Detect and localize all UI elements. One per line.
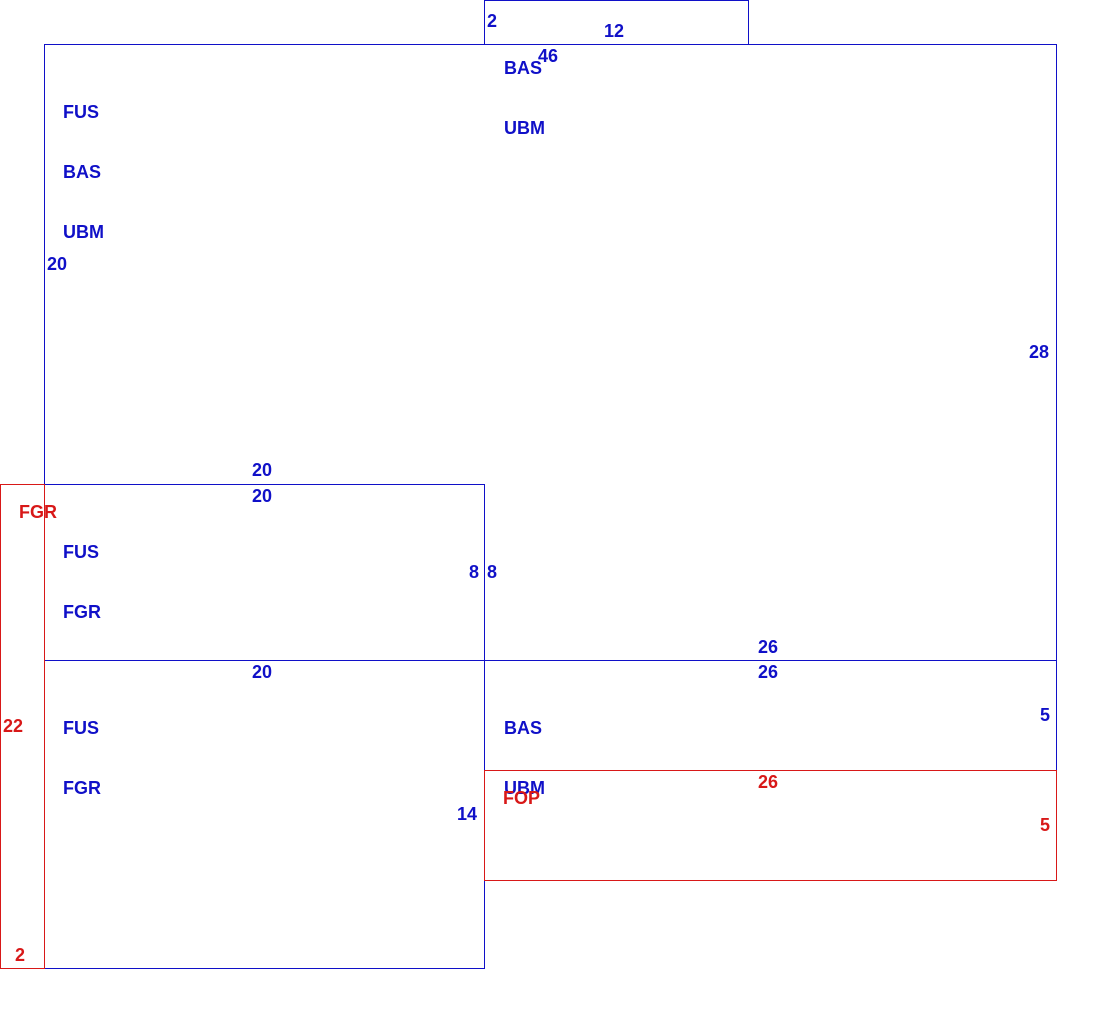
code-label: BAS: [504, 58, 543, 78]
code-label: FUS: [63, 718, 99, 738]
red-bottom-top-dim: 26: [758, 772, 779, 792]
code-label: FGR: [63, 602, 101, 622]
main-left-dim: 20: [47, 254, 68, 274]
main-right-dim: 28: [1029, 342, 1050, 362]
code-label: UBM: [504, 118, 545, 138]
red-strip-height-dim: 22: [3, 716, 24, 736]
mid-left-right-dim: 8: [469, 562, 480, 582]
mid-left-codes: FUS FGR: [63, 502, 101, 662]
mid-left-bottom-dim: 20: [252, 662, 273, 682]
top-small-top-dim: 12: [604, 21, 625, 41]
mid-left-top-dim: 20: [252, 486, 273, 506]
top-small-left-dim: 2: [487, 11, 498, 31]
code-label: FUS: [63, 102, 99, 122]
code-label: UBM: [63, 222, 104, 242]
lower-right-left-dim: 8: [487, 562, 498, 582]
red-bottom-right-dim: 5: [1040, 815, 1051, 835]
main-codes: FUS BAS UBM: [63, 62, 104, 282]
lower-right-right-dim: 5: [1040, 705, 1051, 725]
red-strip-bottom-dim: 2: [15, 945, 26, 965]
red-bottom-code: FOP: [503, 788, 541, 808]
lower-right-top-dim: 26: [758, 662, 779, 682]
main-bottom-dim: 20: [252, 460, 273, 480]
region-lower-left: [44, 660, 485, 969]
top-small-bottom-dim: 46: [538, 46, 559, 66]
code-label: BAS: [504, 718, 543, 738]
red-strip-code: FGR: [19, 502, 57, 522]
top-small-codes: BAS UBM: [504, 18, 545, 178]
region-red-bottom: [484, 770, 1057, 881]
region-mid-left: [44, 484, 485, 661]
lower-left-codes: FUS FGR: [63, 678, 101, 838]
code-label: BAS: [63, 162, 102, 182]
lower-right-codes: BAS UBM: [504, 678, 545, 838]
code-label: FGR: [63, 778, 101, 798]
region-red-strip: [0, 484, 45, 969]
code-label: FUS: [63, 542, 99, 562]
lower-left-right-dim: 14: [457, 804, 478, 824]
lower-right-above-top-dim: 26: [758, 637, 779, 657]
code-label: UBM: [504, 778, 545, 798]
